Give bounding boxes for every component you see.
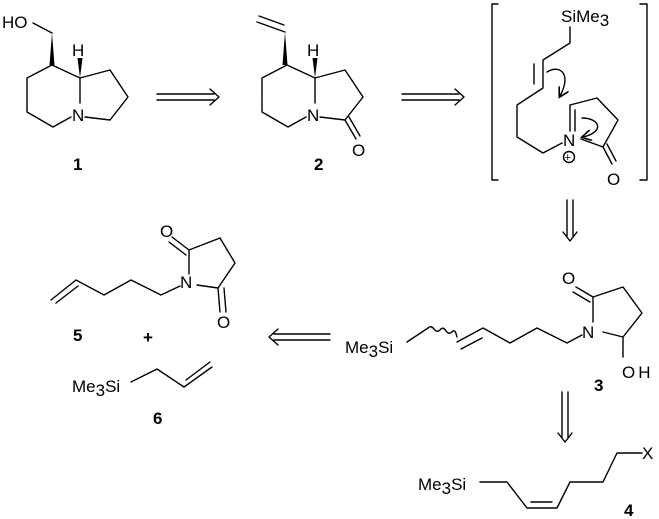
wedge-bond (312, 58, 318, 78)
wavy-bond (427, 326, 458, 338)
curved-arrow (582, 117, 599, 137)
hydrogen-label: H (72, 41, 84, 60)
oxygen-label: O (607, 170, 620, 189)
retro-arrow (562, 199, 578, 242)
oxygen-label: O (217, 313, 230, 332)
oxygen-label: O (160, 222, 173, 241)
compound-1: HO H N 1 (2, 13, 129, 174)
nitrogen-label: N (582, 323, 594, 342)
compound-5: N O O 5 (50, 222, 236, 345)
trimethylsilyl-label: Me3Si (345, 338, 393, 361)
compound-2: H N O 2 (256, 15, 365, 174)
wedge-bond (49, 33, 55, 65)
retro-arrow (401, 88, 465, 106)
right-bracket (639, 3, 648, 181)
hydroxyl-label: OH (622, 363, 654, 382)
retro-arrow (156, 88, 220, 106)
compound-6: Me3Si 6 (72, 361, 213, 428)
compound-label: 6 (153, 409, 162, 428)
compound-label: 4 (624, 501, 634, 519)
hydroxyl-label: HO (2, 13, 28, 32)
wedge-bond (282, 32, 288, 65)
hydrogen-label: H (307, 41, 319, 60)
trimethylsilyl-label: Me3Si (418, 475, 466, 498)
plus-sign: + (143, 328, 153, 347)
compound-label: 2 (314, 155, 323, 174)
oxygen-label: O (562, 269, 575, 288)
nitrogen-label: N (180, 273, 192, 292)
retro-arrow (268, 328, 331, 346)
positive-charge (562, 150, 576, 164)
compound-label: 1 (73, 155, 82, 174)
charge-sign: + (565, 152, 571, 164)
retro-arrow (557, 391, 573, 443)
curved-arrow (546, 68, 565, 96)
compound-label: 3 (594, 376, 603, 395)
compound-label: 5 (73, 326, 82, 345)
oxygen-label: O (352, 141, 365, 160)
nitrogen-label: N (307, 106, 319, 125)
trimethylsilyl-label: SiMe3 (561, 7, 609, 30)
compound-3: Me3Si N O OH 3 (345, 269, 654, 395)
leaving-group-label: X (642, 444, 653, 463)
nitrogen-label: N (563, 131, 575, 150)
iminium-intermediate: SiMe3 N + O (491, 3, 648, 189)
wedge-bond (77, 58, 83, 78)
trimethylsilyl-label: Me3Si (72, 377, 120, 400)
nitrogen-label: N (72, 106, 84, 125)
compound-4: Me3Si X 4 (418, 444, 653, 519)
left-bracket (491, 3, 499, 181)
